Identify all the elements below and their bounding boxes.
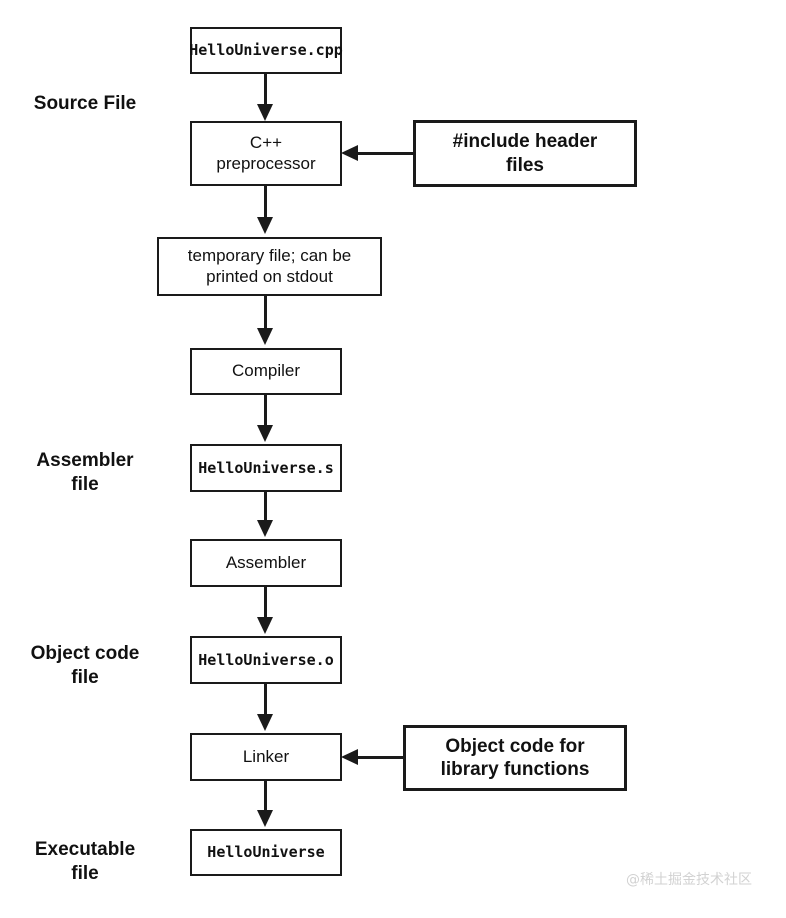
arrowhead-include-to-preprocessor: [341, 145, 358, 161]
node-executable[interactable]: HelloUniverse: [190, 829, 342, 876]
node-object-file[interactable]: HelloUniverse.o: [190, 636, 342, 684]
node-library-object-code[interactable]: Object code for library functions: [403, 725, 627, 791]
connector-include-to-preprocessor: [357, 152, 413, 155]
arrowhead-preprocessor-to-temporary: [257, 217, 273, 234]
node-assembly-file-label: HelloUniverse.s: [198, 458, 334, 477]
node-include-headers-label: #include header files: [452, 131, 598, 176]
node-temporary-file-label: temporary file; can be printed on stdout: [187, 245, 352, 286]
arrowhead-source-to-preprocessor: [257, 104, 273, 121]
connector-assembly-to-assembler: [264, 492, 267, 522]
node-linker-label: Linker: [242, 746, 290, 766]
connector-source-to-preprocessor: [264, 74, 267, 106]
arrowhead-temporary-to-compiler: [257, 328, 273, 345]
node-compiler-label: Compiler: [231, 361, 301, 381]
arrowhead-assembler-to-object: [257, 617, 273, 634]
node-assembly-file[interactable]: HelloUniverse.s: [190, 444, 342, 492]
stage-label-executable-file: Executable file: [34, 839, 136, 884]
arrowhead-assembly-to-assembler: [257, 520, 273, 537]
node-library-object-code-label: Object code for library functions: [440, 735, 590, 780]
arrowhead-linker-to-executable: [257, 810, 273, 827]
arrowhead-object-to-linker: [257, 714, 273, 731]
node-object-file-label: HelloUniverse.o: [198, 650, 334, 669]
node-temporary-file[interactable]: temporary file; can be printed on stdout: [157, 237, 382, 296]
connector-preprocessor-to-temporary: [264, 186, 267, 219]
node-source-cpp[interactable]: HelloUniverse.cpp: [189, 27, 343, 74]
node-preprocessor-label: C++ preprocessor: [216, 132, 316, 173]
node-assembler-label: Assembler: [225, 552, 307, 572]
stage-label-source-file: Source File: [33, 93, 137, 114]
node-compiler[interactable]: Compiler: [190, 348, 342, 395]
node-assembler[interactable]: Assembler: [190, 539, 342, 587]
arrowhead-library-to-linker: [341, 749, 358, 765]
node-executable-label: HelloUniverse: [207, 843, 325, 862]
arrowhead-compiler-to-assembly: [257, 425, 273, 442]
connector-library-to-linker: [357, 756, 403, 759]
connector-temporary-to-compiler: [264, 296, 267, 329]
node-source-cpp-label: HelloUniverse.cpp: [189, 41, 343, 60]
watermark-text: @稀土掘金技术社区: [626, 872, 752, 888]
connector-assembler-to-object: [264, 587, 267, 619]
connector-compiler-to-assembly: [264, 395, 267, 427]
node-preprocessor[interactable]: C++ preprocessor: [190, 121, 342, 186]
stage-label-assembler-file: Assembler file: [36, 450, 134, 495]
connector-linker-to-executable: [264, 781, 267, 812]
node-linker[interactable]: Linker: [190, 733, 342, 781]
connector-object-to-linker: [264, 684, 267, 716]
stage-label-object-code-file: Object code file: [30, 643, 140, 688]
node-include-headers[interactable]: #include header files: [413, 120, 637, 187]
